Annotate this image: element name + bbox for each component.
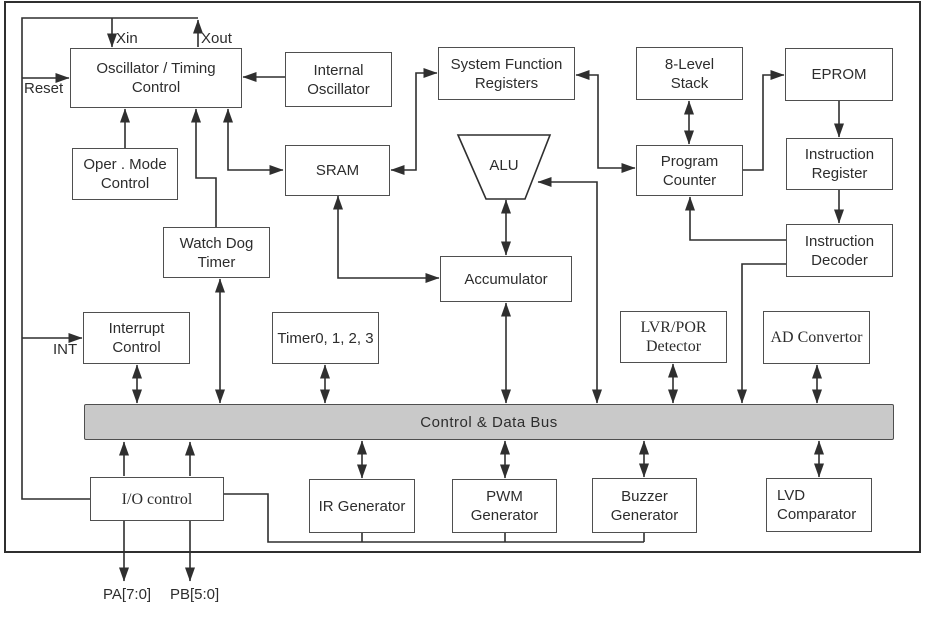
wire-alu-bus — [537, 177, 602, 404]
block-label: Accumulator — [464, 270, 548, 288]
block-eprom: EPROM — [785, 48, 893, 101]
wire-sram-sfr — [390, 68, 438, 175]
block-label: Buzzer Generator — [610, 487, 679, 524]
block-accumulator: Accumulator — [440, 256, 572, 302]
pin-label-reset: Reset — [24, 80, 64, 97]
block-label: LVR/POR Detector — [640, 319, 707, 355]
wire-pc-eprom — [743, 70, 785, 171]
block-label: Oscillator / Timing Control — [96, 60, 216, 96]
wire-sfr-pc — [575, 70, 636, 173]
block-label: Program Counter — [660, 152, 719, 189]
block-ad-convertor: AD Convertor — [763, 311, 870, 364]
block-alu-label: ALU — [458, 138, 550, 193]
block-instruction-decoder: Instruction Decoder — [786, 224, 893, 277]
block-label: Instruction Decoder — [804, 232, 875, 269]
outer-border — [4, 1, 921, 553]
block-program-counter: Program Counter — [636, 145, 743, 196]
block-ir-generator: IR Generator — [309, 479, 415, 533]
block-label: AD Convertor — [770, 329, 863, 346]
block-label: Timer0, 1, 2, 3 — [277, 329, 374, 347]
block-label: ALU — [489, 157, 519, 174]
block-label: PWM Generator — [470, 488, 539, 524]
block-instruction-register: Instruction Register — [786, 138, 893, 190]
pin-label-int: INT — [53, 341, 78, 358]
block-internal-oscillator: Internal Oscillator — [285, 52, 392, 107]
block-label: Instruction Register — [804, 146, 875, 182]
block-label: EPROM — [811, 66, 867, 83]
block-label: 8-Level Stack — [664, 55, 715, 92]
block-watch-dog-timer: Watch Dog Timer — [163, 227, 270, 278]
block-label: SRAM — [315, 162, 360, 179]
block-lvr-por-detector: LVR/POR Detector — [620, 311, 727, 363]
control-data-bus: Control & Data Bus — [84, 404, 894, 440]
block-label: I/O control — [121, 490, 193, 508]
block-sram: SRAM — [285, 145, 390, 196]
block-label: Oper . Mode Control — [83, 156, 167, 192]
block-pwm-generator: PWM Generator — [452, 479, 557, 533]
alu-trapezoid — [456, 134, 552, 200]
block-oscillator-timing-control: Oscillator / Timing Control — [70, 48, 242, 108]
block-buzzer-generator: Buzzer Generator — [592, 478, 697, 533]
wire-io-generators — [224, 493, 644, 543]
bus-label: Control & Data Bus — [420, 413, 558, 431]
block-label: LVD Comparator — [777, 487, 857, 523]
pin-label-pb: PB[5:0] — [170, 586, 220, 603]
block-label: System Function Registers — [450, 55, 563, 92]
block-oper-mode-control: Oper . Mode Control — [72, 148, 178, 200]
block-timers: Timer0, 1, 2, 3 — [272, 312, 379, 364]
block-label: Watch Dog Timer — [179, 234, 254, 271]
block-system-function-registers: System Function Registers — [438, 47, 575, 100]
block-label: Interrupt Control — [108, 320, 165, 356]
block-label: Internal Oscillator — [307, 61, 370, 98]
block-label: IR Generator — [318, 497, 406, 515]
wire-idec-pc — [685, 196, 786, 241]
block-interrupt-control: Interrupt Control — [83, 312, 190, 364]
pin-label-xout: Xout — [201, 30, 232, 47]
block-8-level-stack: 8-Level Stack — [636, 47, 743, 100]
block-lvd-comparator: LVD Comparator — [766, 478, 872, 532]
pin-label-pa: PA[7:0] — [103, 586, 152, 603]
wire-idec-bus — [737, 263, 786, 404]
block-io-control: I/O control — [90, 477, 224, 521]
wire-osc-sram — [223, 108, 284, 175]
wire-wdt-osc — [191, 108, 217, 227]
wire-pin-run — [21, 17, 198, 500]
pin-label-xin: Xin — [116, 30, 138, 47]
wire-sram-accumulator — [333, 195, 440, 283]
